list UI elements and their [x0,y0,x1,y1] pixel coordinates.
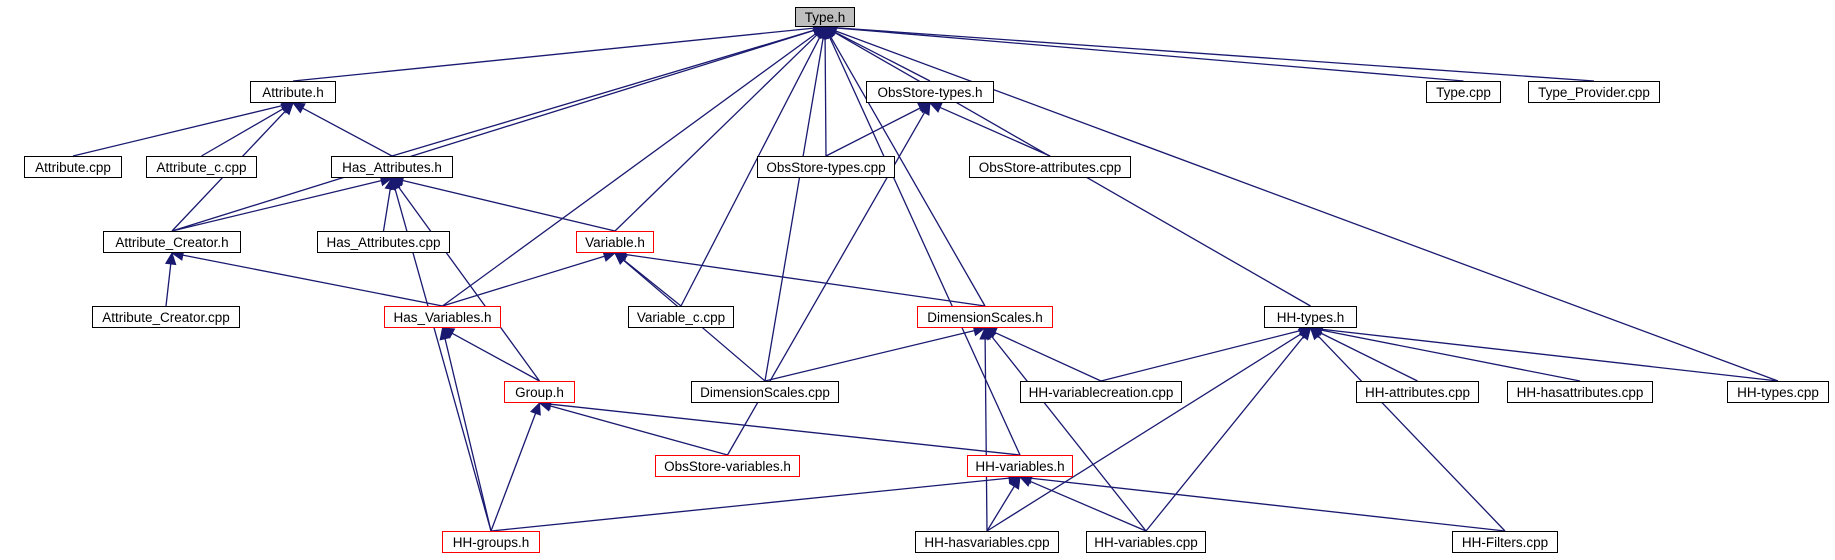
edge-attribute_creator_h-to-has_attributes_h [171,179,382,232]
node-group-h[interactable]: Group.h [504,381,575,403]
edge-type_provider_cpp-to-type_h [835,27,1595,82]
node-hh-variablecreation-cpp[interactable]: HH-variablecreation.cpp [1020,381,1182,403]
edge-has_variables_h-to-attribute_creator_h [182,254,443,307]
arrowhead-hh_groups_h-to-has_variables_h [439,326,451,341]
edge-hh_types_cpp-to-hh_types_h [1321,328,1779,382]
edge-hh_hasvariables_cpp-to-dimensionscales_h [984,338,988,532]
edge-dimensionscales_cpp-to-type_h [764,37,824,382]
node-variable-h[interactable]: Variable.h [576,231,654,253]
node-obsstore-types-h[interactable]: ObsStore-types.h [866,81,994,103]
edge-hh_hasvariables_cpp-to-hh_variables_h [986,486,1015,532]
edge-hh_variables_cpp-to-hh_types_h [1145,336,1305,532]
edge-attribute_creator_cpp-to-attribute_creator_h [165,263,172,307]
arrowhead-hh_variables_h-to-type_h [824,25,836,40]
edge-variable_h-to-type_h [614,34,818,232]
edge-layer [72,22,1779,532]
node-hh-groups-h[interactable]: HH-groups.h [442,531,540,553]
arrowhead-dimensionscales_cpp-to-variable_h [614,252,628,265]
edge-has_attributes_cpp-to-has_attributes_h [382,188,391,232]
edge-group_h-to-has_attributes_h [397,186,541,382]
edge-hh_variables_h-to-type_h [828,36,1021,456]
node-obsstore-variables-h[interactable]: ObsStore-variables.h [655,455,800,477]
edge-has_attributes_h-to-type_h [391,29,815,157]
arrowhead-attribute_creator_h-to-attribute_h [280,102,294,116]
node-type-h[interactable]: Type.h [795,7,855,27]
edge-obsstore_variables_h-to-group_h [549,405,728,456]
edge-hh_variables_cpp-to-hh_variables_h [1029,480,1147,532]
edge-attribute_h-to-type_h [292,27,815,82]
edge-attribute_c_cpp-to-attribute_h [201,107,284,157]
arrowhead-has_attributes_h-to-attribute_h [291,102,306,114]
edge-obsstore_types_h-to-type_h [834,31,931,82]
edge-hh_attributes_cpp-to-hh_types_h [1320,332,1418,382]
edge-obsstore_types_cpp-to-obsstore_types_h [825,107,921,157]
edge-hh_hasvariables_cpp-to-hh_types_h [986,333,1302,532]
arrowhead-hh_variables_cpp-to-dimensionscales_h [984,327,997,341]
edge-hh_groups_h-to-hh_variables_h [490,477,1010,532]
edge-attribute_creator_h-to-type_h [171,29,815,232]
node-hh-variables-cpp[interactable]: HH-variables.cpp [1086,531,1206,553]
edge-variable_h-to-has_attributes_h [402,179,616,232]
edge-hh_groups_h-to-group_h [490,413,537,532]
node-attribute-creator-h[interactable]: Attribute_Creator.h [103,231,241,253]
edge-type_cpp-to-type_h [835,27,1464,82]
edge-hh_filters_cpp-to-hh_variables_h [1030,477,1506,532]
node-type-cpp[interactable]: Type.cpp [1426,81,1501,103]
arrowhead-hh_variables_cpp-to-hh_types_h [1298,327,1312,341]
edge-attribute_cpp-to-attribute_h [72,104,283,157]
edge-has_variables_h-to-variable_h [442,255,605,307]
node-has-attributes-cpp[interactable]: Has_Attributes.cpp [317,231,450,253]
node-hh-filters-cpp[interactable]: HH-Filters.cpp [1452,531,1558,553]
edge-hh_hasattributes_cpp-to-hh_types_h [1321,329,1581,382]
node-attribute-cpp[interactable]: Attribute.cpp [24,156,122,178]
node-hh-types-cpp[interactable]: HH-types.cpp [1727,381,1829,403]
edge-obsstore_attributes_cpp-to-obsstore_types_h [939,106,1051,157]
arrowhead-hh_groups_h-to-group_h [530,401,541,416]
node-attribute-c-cpp[interactable]: Attribute_c.cpp [146,156,257,178]
node-dimensionscales-h[interactable]: DimensionScales.h [917,306,1053,328]
edge-hh_variables_cpp-to-dimensionscales_h [991,336,1147,532]
edge-obsstore_types_cpp-to-type_h [824,37,827,157]
edge-group_h-to-has_variables_h [451,332,540,382]
node-hh-hasvariables-cpp[interactable]: HH-hasvariables.cpp [915,531,1059,553]
node-obsstore-types-cpp[interactable]: ObsStore-types.cpp [757,156,895,178]
edge-hh_variablecreation_cpp-to-hh_types_h [1100,330,1300,382]
edge-hh_variablecreation_cpp-to-dimensionscales_h [994,331,1102,382]
arrowhead-hh_groups_h-to-has_attributes_h [389,176,401,191]
edge-variable_c_cpp-to-variable_h [623,259,682,307]
edge-hh_variables_h-to-group_h [550,403,1021,456]
node-type-provider-cpp[interactable]: Type_Provider.cpp [1528,81,1660,103]
edge-dimensionscales_cpp-to-dimensionscales_h [764,329,975,382]
edge-has_attributes_h-to-attribute_h [302,107,393,157]
arrowhead-hh_filters_cpp-to-hh_types_h [1309,327,1323,341]
arrowhead-attribute_creator_cpp-to-attribute_creator_h [164,251,177,266]
edge-variable_c_cpp-to-type_h [680,36,821,307]
node-hh-attributes-cpp[interactable]: HH-attributes.cpp [1356,381,1479,403]
node-hh-hasattributes-cpp[interactable]: HH-hasattributes.cpp [1507,381,1653,403]
edge-dimensionscales_h-to-variable_h [625,253,986,307]
arrowhead-obsstore_variables_h-to-obsstore_types_h [919,101,931,116]
node-variable-c-cpp[interactable]: Variable_c.cpp [628,306,734,328]
node-hh-variables-h[interactable]: HH-variables.h [967,455,1073,477]
node-has-attributes-h[interactable]: Has_Attributes.h [331,156,453,178]
edge-hh_filters_cpp-to-hh_types_h [1317,335,1506,532]
node-hh-types-h[interactable]: HH-types.h [1264,306,1357,328]
node-attribute-h[interactable]: Attribute.h [250,81,336,103]
node-dimensionscales-cpp[interactable]: DimensionScales.cpp [691,381,839,403]
arrowhead-hh_hasvariables_cpp-to-hh_variables_h [1009,475,1021,490]
edge-hh_groups_h-to-has_variables_h [444,338,492,532]
arrowhead-obsstore_attributes_cpp-to-obsstore_types_h [928,102,943,113]
node-obsstore-attributes-cpp[interactable]: ObsStore-attributes.cpp [969,156,1131,178]
node-has-variables-h[interactable]: Has_Variables.h [384,306,501,328]
node-attribute-creator-cpp[interactable]: Attribute_Creator.cpp [92,306,240,328]
edge-has_variables_h-to-type_h [442,32,817,307]
edge-dimensionscales_h-to-type_h [829,36,986,307]
